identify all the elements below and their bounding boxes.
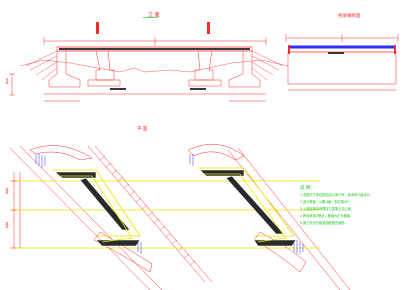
- note-item: 3.上部结构采用预应力混凝土空心板。: [300, 206, 355, 211]
- elevation-view: 立 面: [9, 11, 289, 102]
- note-item: 4.桥台采用U型台，基础为扩大基础。: [300, 213, 354, 218]
- cross-section-view: 桥梁横断面: [285, 12, 399, 91]
- plan-dimension-label-1: 桥宽: [5, 188, 9, 194]
- elevation-dimension-label: 桥长: [5, 78, 9, 84]
- note-item: 2.设计荷载：公路-Ⅱ级，斜交角45°。: [300, 199, 353, 204]
- plan-title: 平 面: [137, 126, 148, 132]
- design-notes: 说 明： 1.本图尺寸单位除标高以米计外，其余均以厘米计。 2.设计荷载：公路-…: [300, 186, 408, 227]
- notes-heading: 说 明：: [300, 186, 315, 191]
- plan-dimension-label-2: 桥宽: [5, 222, 9, 228]
- note-item: 1.本图尺寸单位除标高以米计外，其余均以厘米计。: [300, 193, 374, 197]
- cross-section-title: 桥梁横断面: [338, 12, 361, 19]
- plan-view: 平 面: [9, 126, 351, 290]
- note-item: 5.施工时应与相关图纸配合使用。: [300, 220, 348, 225]
- elevation-title: 立 面: [148, 11, 160, 18]
